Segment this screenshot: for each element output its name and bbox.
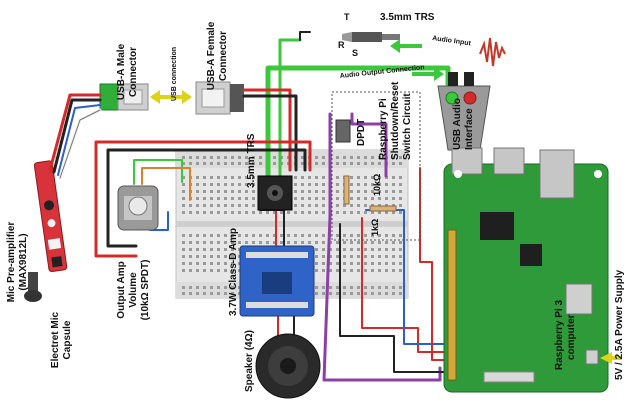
label-rpi-switch-1: Raspberry Pi [378,98,389,160]
label-usb-male: USB-A Male [116,43,127,100]
breadboard [175,149,409,299]
label-power: 5V / 2.5A Power Supply [614,269,625,380]
label-rpi-switch-2: Shutdown/Reset [390,81,401,160]
label-dpdt: DPDT [356,119,367,146]
usb-connection-arrow [150,90,192,104]
raspberry-pi-board [443,147,609,393]
label-vol-1: Output Amp [116,261,127,318]
label-usb-female: USB-A Female [206,21,217,90]
mic-preamp-board [33,160,68,273]
power-arrow-icon [600,352,622,364]
label-vol-3: (10kΩ SPDT) [140,260,151,321]
label-res-10k: 10kΩ [372,174,382,196]
volume-potentiometer [117,185,159,231]
label-trs-mid: 3.5mm TRS [246,133,257,188]
label-electret-2: Capsule [62,320,73,359]
label-usb-female-2: Connector [218,31,229,81]
audio-input-waveform-icon [479,37,506,67]
label-usb-audio-1: USB Audio [452,98,463,150]
label-usb-audio-2: Interface [464,108,475,150]
wires [48,31,468,382]
label-t-pin: T [344,12,350,22]
label-speaker: Speaker (4Ω) [244,330,255,392]
label-res-1k: 1kΩ [370,219,380,236]
label-rpi-1: Raspberry Pi 3 [554,300,565,370]
rpi-switch-circuit-box [331,91,421,241]
speaker [255,333,321,399]
usb-a-female-connector [195,81,244,115]
label-trs-top: 3.5mm TRS [380,12,435,23]
usb-a-male-connector [99,83,149,111]
class-d-amp-board [239,245,315,317]
label-s-pin: S [352,48,358,58]
label-rpi-switch-3: Switch Circuit [402,93,413,160]
trs-jack-breadboard [257,175,293,211]
label-vol-2: Volume [128,272,139,308]
label-mic-amp-2: (MAX9812L) [18,233,29,290]
electret-mic-capsule [24,272,42,302]
label-usb-connection: USB connection [171,47,178,101]
audio-output-arrow-icon [412,67,444,81]
label-audio-input: Audio Input [432,35,472,47]
trs-plug-top [342,32,400,42]
label-electret-1: Electret Mic [50,311,61,368]
label-rpi-2: computer [566,314,577,360]
audio-input-arrow-icon [390,39,422,53]
label-classd: 3.7W Class-D Amp [228,228,239,316]
label-r-pin: R [338,40,345,50]
label-mic-amp-1: Mic Pre-amplifier [6,222,17,303]
label-usb-male-2: Connector [128,47,139,97]
